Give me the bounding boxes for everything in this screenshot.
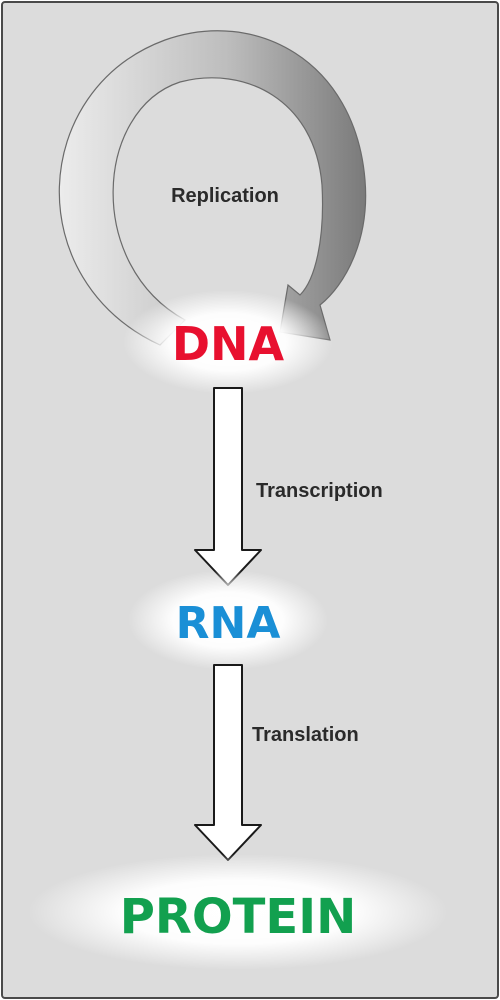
translation-arrow bbox=[194, 664, 262, 861]
protein-label: PROTEIN bbox=[120, 889, 357, 945]
rna-label: RNA bbox=[176, 598, 281, 649]
replication-label: Replication bbox=[171, 185, 279, 207]
transcription-arrow bbox=[194, 387, 262, 586]
rna-glow bbox=[128, 570, 328, 670]
dna-glow bbox=[123, 290, 333, 394]
dna-label: DNA bbox=[172, 317, 285, 371]
transcription-label: Transcription bbox=[256, 480, 383, 502]
replication-cycle-arrow bbox=[58, 30, 367, 346]
translation-label: Translation bbox=[252, 724, 359, 746]
protein-glow bbox=[28, 854, 448, 970]
